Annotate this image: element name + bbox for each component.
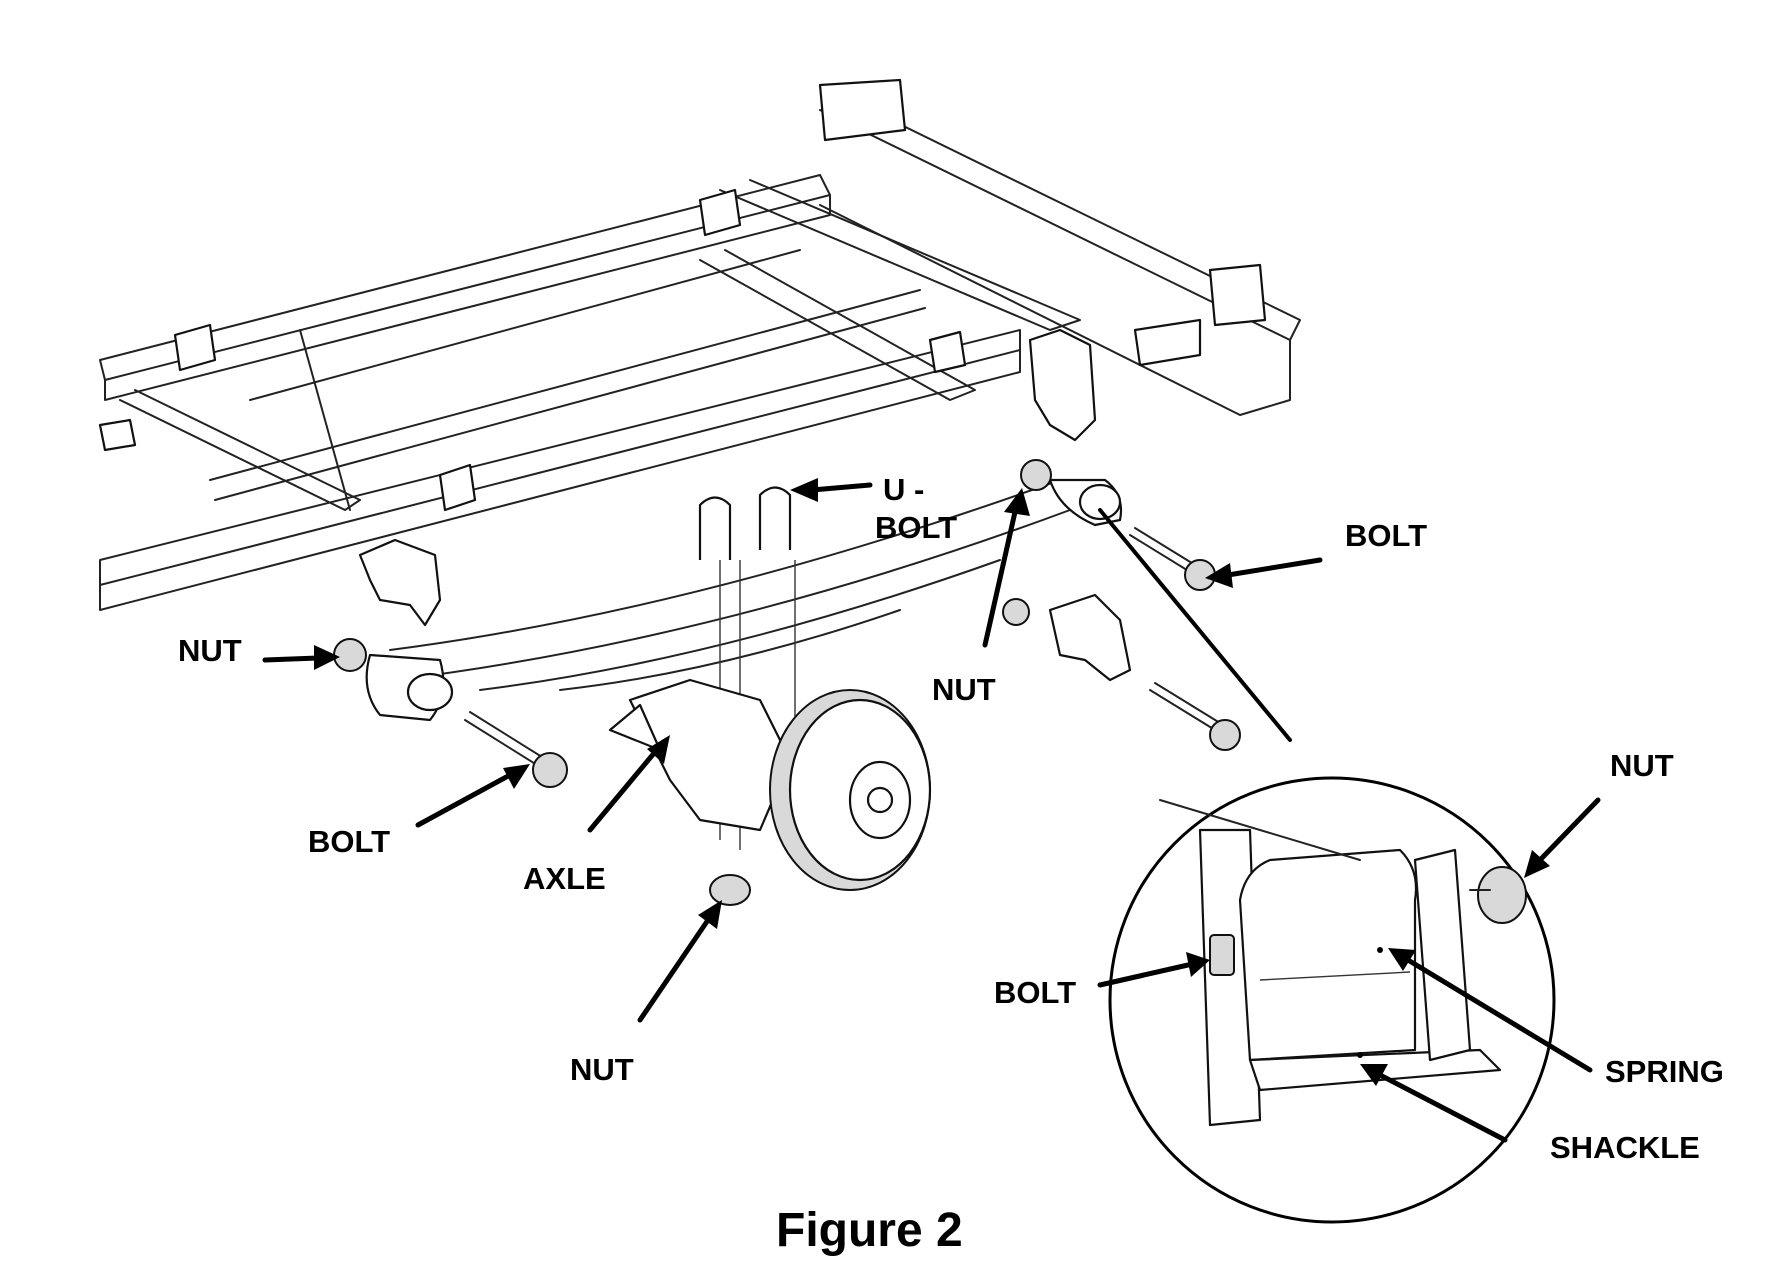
vehicle-frame	[98, 78, 1301, 627]
label-nut-center: NUT	[932, 672, 996, 707]
label-nut-bottom: NUT	[570, 1052, 634, 1087]
figure-caption: Figure 2	[776, 1204, 963, 1257]
detail-magnifier	[1108, 776, 1556, 1224]
label-u-bolt-line1: U -	[883, 472, 925, 507]
label-u-bolt-line2: BOLT	[875, 510, 958, 545]
label-bolt-left: BOLT	[308, 824, 391, 859]
label-spring: SPRING	[1605, 1054, 1724, 1089]
label-nut-left: NUT	[178, 633, 242, 668]
leader-arrows	[262, 478, 1601, 1143]
axle-assembly	[608, 678, 932, 891]
label-bolt-detail: BOLT	[994, 975, 1077, 1010]
hardware	[333, 459, 1292, 906]
label-nut-detail: NUT	[1610, 748, 1674, 783]
label-bolt-upper-right: BOLT	[1345, 518, 1428, 553]
leaf-spring	[365, 478, 1123, 722]
label-shackle: SHACKLE	[1550, 1130, 1700, 1165]
label-axle: AXLE	[523, 861, 606, 896]
